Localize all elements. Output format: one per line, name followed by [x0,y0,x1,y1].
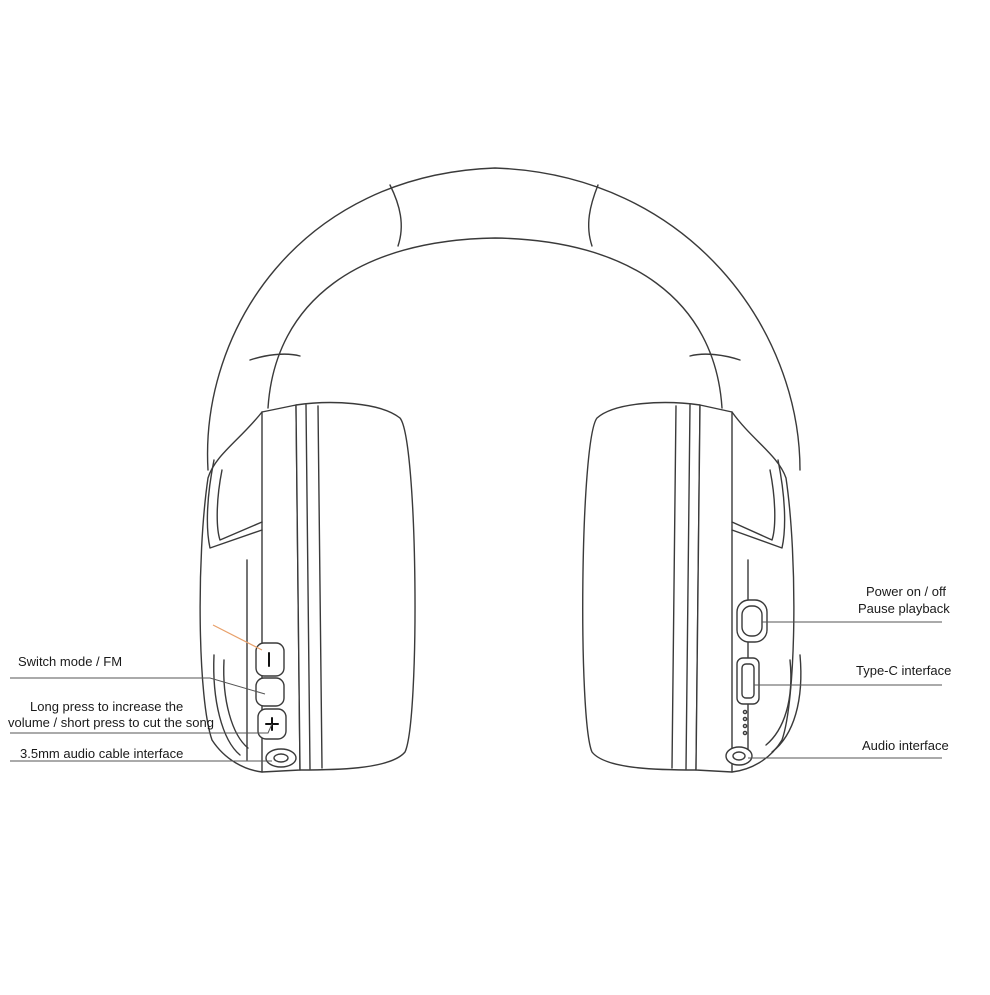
led-indicator-icon [742,709,748,715]
type-c-port-icon [736,657,760,705]
right-buttons [725,599,768,766]
audio-jack-icon [265,748,297,768]
mode-button-icon [255,677,285,707]
right-earcup [582,401,802,773]
headband [206,167,801,471]
right-audio-jack-icon [725,746,753,766]
leader-lines [10,621,942,762]
left-earcup [199,401,416,773]
power-button-icon [736,599,768,643]
label-long-press-line2: volume / short press to cut the song [8,715,214,730]
label-power-line2: Pause playback [858,601,950,616]
labels: Switch mode / FM Long press to increase … [8,584,951,761]
label-switch-mode: Switch mode / FM [18,654,122,669]
label-type-c: Type-C interface [856,663,951,678]
label-audio-cable: 3.5mm audio cable interface [20,746,183,761]
left-buttons [255,642,297,768]
label-power-line1: Power on / off [866,584,946,599]
label-audio-interface: Audio interface [862,738,949,753]
label-long-press-line1: Long press to increase the [30,699,183,714]
